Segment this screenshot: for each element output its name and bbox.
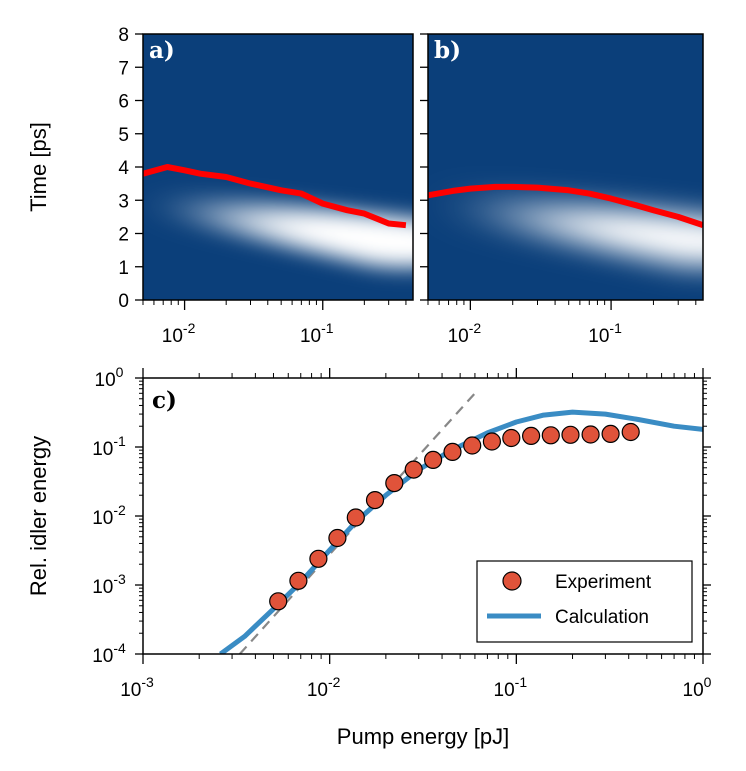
glow-blob bbox=[332, 219, 413, 268]
experiment-point bbox=[424, 450, 443, 469]
experiment-point bbox=[521, 426, 541, 445]
x-tick-label: 10-2 bbox=[307, 674, 341, 701]
y-tick-label: 3 bbox=[118, 191, 129, 212]
experiment-point bbox=[621, 422, 640, 442]
y-tick-label: 4 bbox=[118, 158, 129, 179]
legend-experiment-marker bbox=[502, 571, 522, 591]
x-tick-label: 10-2 bbox=[448, 320, 482, 347]
y-tick-label: 100 bbox=[95, 364, 124, 391]
experiment-point bbox=[346, 508, 365, 527]
x-tick-label: 10-1 bbox=[588, 320, 622, 347]
panel-c-label: c) bbox=[152, 387, 177, 414]
legend: Experiment Calculation bbox=[476, 560, 693, 643]
experiment-point bbox=[463, 436, 482, 455]
experiment-point bbox=[385, 474, 404, 493]
panel-a-ylabel: Time [ps] bbox=[26, 122, 51, 212]
y-tick-label: 1 bbox=[118, 258, 129, 279]
y-tick-label: 5 bbox=[118, 125, 129, 146]
experiment-point bbox=[443, 442, 462, 461]
y-tick-label: 6 bbox=[118, 92, 129, 113]
panel-a-intensity-glow bbox=[148, 191, 413, 268]
panel-a-ridge-curve bbox=[143, 164, 407, 229]
panel-c: 10-3 10-2 10-1 100 10-4 10-3 10-2 10-1 100 c) Re… bbox=[26, 364, 712, 749]
panel-a: 10-2 10-1 0 1 2 3 4 5 6 7 8 a) Time [ps] bbox=[26, 25, 414, 347]
experiment-point bbox=[541, 426, 560, 445]
legend-calculation-label: Calculation bbox=[555, 607, 649, 628]
y-tick-label: 10-2 bbox=[92, 502, 126, 529]
experiment-point bbox=[502, 428, 521, 448]
panel-b-intensity-glow bbox=[440, 191, 703, 266]
y-tick-label: 0 bbox=[118, 291, 129, 312]
experiment-point bbox=[328, 528, 347, 548]
panel-a-ticks: 10-2 10-1 0 1 2 3 4 5 6 7 8 bbox=[118, 25, 407, 347]
experiment-markers bbox=[269, 422, 640, 611]
experiment-point bbox=[482, 432, 501, 451]
x-tick-label: 10-3 bbox=[120, 674, 154, 701]
panel-c-ylabel: Rel. idler energy bbox=[26, 436, 51, 596]
x-tick-label: 10-2 bbox=[162, 320, 196, 347]
x-tick-label: 100 bbox=[683, 674, 712, 701]
y-tick-label: 10-1 bbox=[92, 433, 126, 460]
legend-experiment-label: Experiment bbox=[555, 572, 652, 593]
x-tick-label: 10-1 bbox=[494, 674, 528, 701]
y-tick-label: 8 bbox=[118, 25, 129, 46]
panel-b: 10-2 10-1 b) bbox=[420, 33, 704, 347]
panel-b-label: b) bbox=[434, 37, 461, 64]
experiment-point bbox=[365, 491, 385, 510]
x-tick-label: 10-1 bbox=[300, 320, 334, 347]
experiment-point bbox=[601, 424, 620, 443]
experiment-point bbox=[269, 592, 288, 611]
experiment-point bbox=[289, 571, 308, 590]
panel-a-label: a) bbox=[149, 37, 175, 64]
y-tick-label: 10-4 bbox=[92, 640, 126, 667]
y-tick-label: 7 bbox=[118, 58, 129, 79]
experiment-point bbox=[404, 460, 423, 479]
experiment-point bbox=[581, 425, 600, 444]
glow-blob bbox=[639, 217, 703, 266]
y-tick-label: 10-3 bbox=[92, 571, 126, 598]
experiment-point bbox=[561, 425, 580, 444]
panel-c-xlabel: Pump energy [pJ] bbox=[337, 724, 509, 749]
experiment-point bbox=[309, 549, 328, 568]
panel-b-ridge-curve bbox=[428, 183, 703, 229]
y-tick-label: 2 bbox=[118, 225, 129, 246]
